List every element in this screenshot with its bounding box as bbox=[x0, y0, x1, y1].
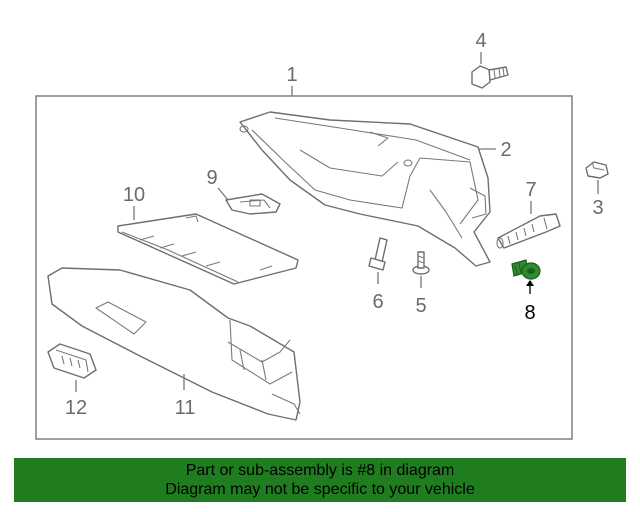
callout-8: 8 bbox=[524, 302, 535, 324]
part-9-latch-bracket[interactable] bbox=[225, 193, 281, 215]
callout-2: 2 bbox=[500, 139, 511, 161]
callout-3: 3 bbox=[592, 197, 603, 219]
part-7-damper[interactable] bbox=[496, 213, 561, 249]
arrow-8 bbox=[526, 280, 534, 286]
part-11-glove-box-door[interactable] bbox=[47, 267, 301, 421]
part-2-glove-box-housing[interactable] bbox=[239, 111, 491, 267]
part-6-pin[interactable] bbox=[368, 237, 388, 271]
callout-9: 9 bbox=[206, 167, 217, 189]
callout-1: 1 bbox=[286, 64, 297, 86]
part-3-clip[interactable] bbox=[585, 161, 609, 179]
part-8-screw-highlighted[interactable] bbox=[511, 259, 541, 280]
part-10-panel[interactable] bbox=[117, 213, 299, 285]
callout-6: 6 bbox=[372, 291, 383, 313]
callout-12: 12 bbox=[65, 397, 87, 419]
callout-5: 5 bbox=[415, 295, 426, 317]
callout-10: 10 bbox=[123, 184, 145, 206]
banner-line-1: Part or sub-assembly is #8 in diagram bbox=[185, 462, 455, 479]
leader-9 bbox=[217, 187, 229, 201]
part-12-latch-handle[interactable] bbox=[47, 343, 97, 379]
callout-4: 4 bbox=[475, 30, 486, 52]
part-4-bolt[interactable] bbox=[471, 65, 509, 89]
callout-7: 7 bbox=[525, 179, 536, 201]
banner-line-2: Diagram may not be specific to your vehi… bbox=[165, 481, 475, 498]
callout-11: 11 bbox=[175, 397, 196, 419]
diagram-frame bbox=[35, 95, 573, 440]
info-banner: Part or sub-assembly is #8 in diagram Di… bbox=[14, 458, 626, 502]
part-5-screw[interactable] bbox=[412, 251, 430, 275]
